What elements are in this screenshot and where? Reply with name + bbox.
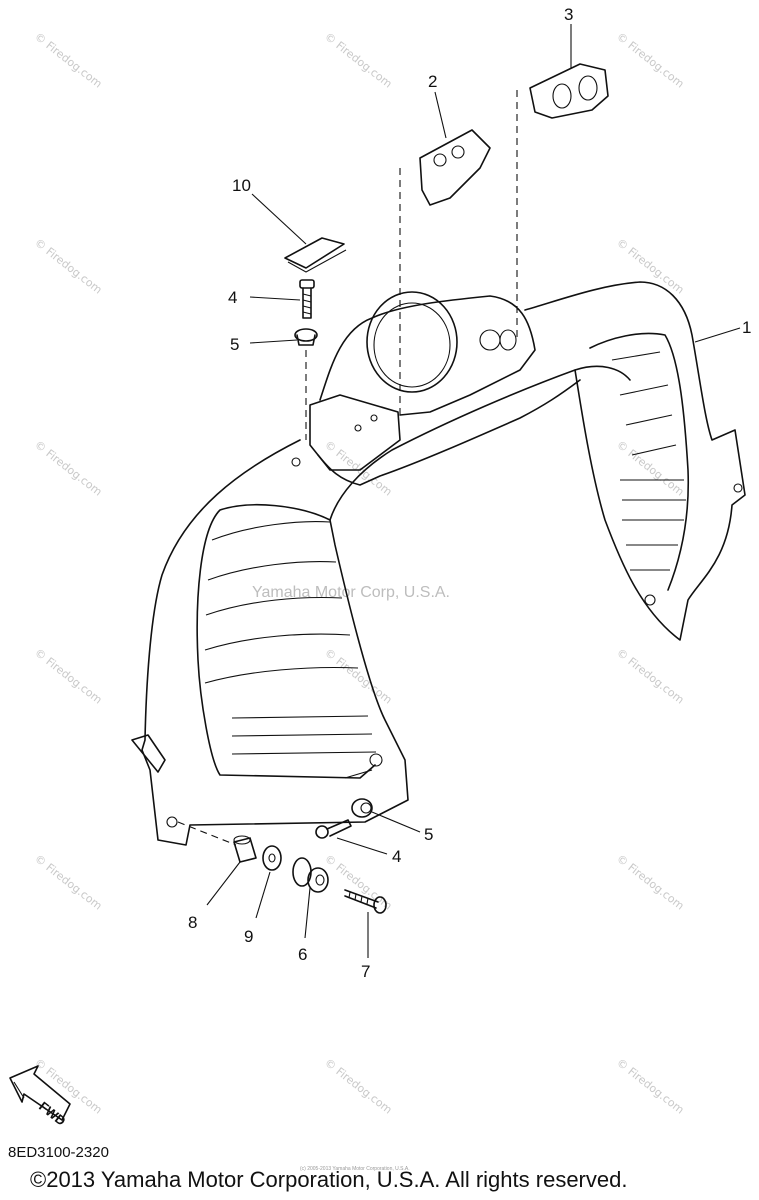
bracket-part-3: [529, 63, 609, 119]
damper-part-6: [292, 857, 329, 893]
callout-7: 7: [361, 962, 370, 981]
callout-2: 2: [428, 72, 437, 91]
leader-8: [206, 861, 241, 906]
part-code: 8ED3100-2320: [8, 1144, 109, 1161]
leader-dashed: [177, 821, 237, 846]
callout-1: 1: [742, 318, 751, 337]
fine-print: (c) 2005-2013 Yamaha Motor Corporation, …: [300, 1166, 410, 1172]
screw-part-7: [344, 889, 387, 914]
pad-part-10: [284, 237, 347, 273]
leader-4b: [336, 837, 388, 855]
front-cowling-part: [131, 281, 746, 846]
leader-4a: [249, 296, 301, 301]
leader-5b: [371, 811, 421, 833]
callout-10: 10: [232, 176, 251, 195]
lower-bolt-part-4: [315, 819, 352, 839]
upper-bolt-part-4: [299, 279, 315, 319]
callout-3: 3: [564, 5, 573, 24]
callout-6: 6: [298, 945, 307, 964]
collar-part-8: [233, 835, 257, 863]
washer-part-9: [262, 845, 282, 871]
bracket-part-2: [419, 129, 491, 206]
leader-9: [255, 871, 271, 919]
callout-5: 5: [424, 825, 433, 844]
leader-2: [434, 91, 447, 139]
leader-1: [694, 327, 741, 343]
callout-4: 4: [228, 288, 237, 307]
leader-5a: [249, 339, 298, 344]
upper-grommet-part-5: [294, 328, 318, 346]
leader-10: [251, 193, 307, 245]
copyright-notice: ©2013 Yamaha Motor Corporation, U.S.A. A…: [30, 1167, 628, 1192]
fwd-label: FWD: [36, 1099, 69, 1129]
lower-grommet-part-5: [351, 798, 373, 818]
center-watermark: Yamaha Motor Corp, U.S.A.: [252, 584, 450, 601]
callout-4: 4: [392, 847, 401, 866]
callout-9: 9: [244, 927, 253, 946]
leader-6: [304, 887, 311, 939]
callout-5: 5: [230, 335, 239, 354]
callout-8: 8: [188, 913, 197, 932]
fwd-arrow-icon: FWD: [9, 1065, 71, 1129]
